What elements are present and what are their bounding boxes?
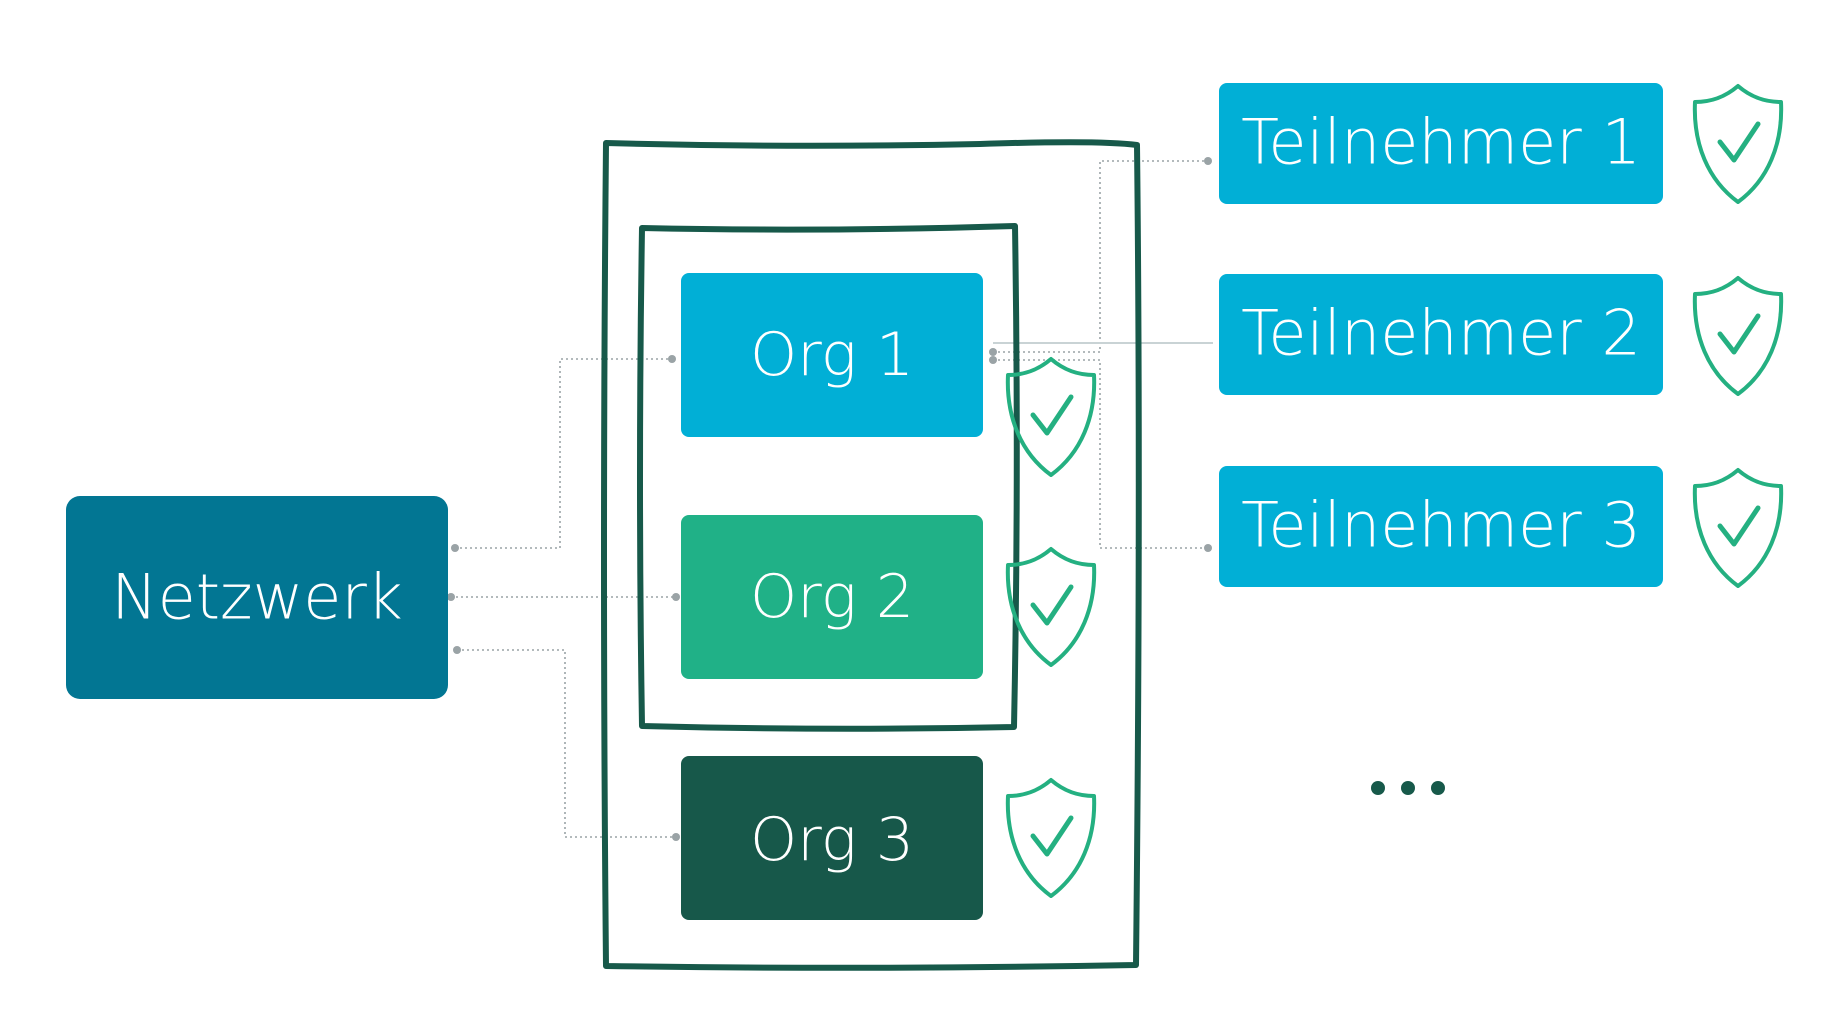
- org-label-1: Org 1: [750, 320, 914, 390]
- org-node-1: Org 1: [681, 273, 983, 437]
- outer-group-frame: [601, 139, 1142, 971]
- network-node: Netzwerk: [66, 496, 448, 699]
- shield-check-icon: [1005, 547, 1097, 667]
- connector-dot: [453, 646, 461, 654]
- participant-label-2: Teilnehmer 2: [1241, 297, 1641, 370]
- connector-dot: [989, 348, 997, 356]
- participant-box-2: [1219, 274, 1663, 395]
- network-label: Netzwerk: [111, 561, 403, 634]
- connector-dot: [672, 833, 680, 841]
- network-box: [66, 496, 448, 699]
- connector-network-org3: [457, 649, 676, 838]
- org-label-3: Org 3: [750, 805, 914, 875]
- connector-org1-teilnehmer1: [993, 160, 1208, 353]
- org-label-2: Org 2: [750, 562, 914, 632]
- participant-node-1: Teilnehmer 1: [1219, 83, 1663, 204]
- org-box-3: [681, 756, 983, 920]
- org-node-3: Org 3: [681, 756, 983, 920]
- more-items-ellipsis: [1371, 781, 1445, 795]
- connectors-network: [447, 355, 680, 841]
- participant-box-3: [1219, 466, 1663, 587]
- shield-check-icon: [1005, 778, 1097, 898]
- connector-org1-teilnehmer3: [993, 359, 1208, 549]
- connector-network-org1: [455, 358, 672, 549]
- org-box-1: [681, 273, 983, 437]
- connector-dot: [668, 355, 676, 363]
- org-box-2: [681, 515, 983, 679]
- participant-node-2: Teilnehmer 2: [1219, 274, 1663, 395]
- shield-check-icon: [1692, 84, 1784, 204]
- shield-check-icon: [1692, 468, 1784, 588]
- shield-check-icon: [1005, 357, 1097, 477]
- org-node-2: Org 2: [681, 515, 983, 679]
- connectors-participants: [989, 157, 1213, 552]
- connector-dot: [672, 593, 680, 601]
- participant-label-3: Teilnehmer 3: [1241, 489, 1641, 562]
- shield-check-icon: [1692, 276, 1784, 396]
- participant-label-1: Teilnehmer 1: [1241, 106, 1641, 179]
- connector-dot: [447, 593, 455, 601]
- participant-node-3: Teilnehmer 3: [1219, 466, 1663, 587]
- connector-dot: [451, 544, 459, 552]
- inner-group-frame: [637, 223, 1020, 732]
- connector-dot: [989, 356, 997, 364]
- participant-box-1: [1219, 83, 1663, 204]
- connector-dot: [1204, 544, 1212, 552]
- connector-dot: [1204, 157, 1212, 165]
